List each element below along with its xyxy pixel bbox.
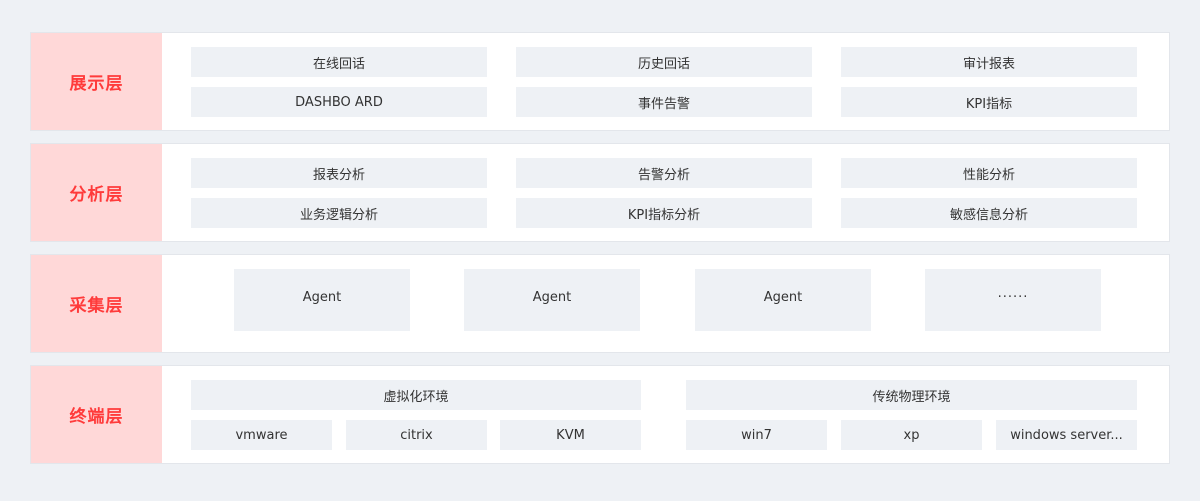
layer-presentation: 展示层 在线回话 历史回话 审计报表 DASHBO ARD 事件告警 KPI指标 (30, 32, 1170, 131)
item-performance-analysis: 性能分析 (841, 158, 1137, 188)
item-alert-analysis: 告警分析 (516, 158, 812, 188)
item-agent-2: Agent (464, 269, 640, 331)
item-history-session: 历史回话 (516, 47, 812, 77)
item-kpi-indicator: KPI指标 (841, 87, 1137, 117)
item-sensitive-info-analysis: 敏感信息分析 (841, 198, 1137, 228)
layer-collection: 采集层 Agent Agent Agent ······ (30, 254, 1170, 353)
item-online-session: 在线回话 (191, 47, 487, 77)
item-dashboard: DASHBO ARD (191, 87, 487, 117)
layer-analysis: 分析层 报表分析 告警分析 性能分析 业务逻辑分析 KPI指标分析 敏感信息分析 (30, 143, 1170, 242)
layer-label-collection: 采集层 (31, 255, 162, 352)
item-kpi-analysis: KPI指标分析 (516, 198, 812, 228)
layer-label-presentation: 展示层 (31, 33, 162, 130)
item-business-logic-analysis: 业务逻辑分析 (191, 198, 487, 228)
item-windows-server: windows server... (996, 420, 1137, 450)
item-agent-3: Agent (695, 269, 871, 331)
item-win7: win7 (686, 420, 827, 450)
item-ellipsis: ······ (925, 269, 1101, 331)
item-vmware: vmware (191, 420, 332, 450)
layer-terminal: 终端层 虚拟化环境 传统物理环境 vmware citrix KVM win7 … (30, 365, 1170, 464)
item-citrix: citrix (346, 420, 487, 450)
item-xp: xp (841, 420, 982, 450)
item-audit-report: 审计报表 (841, 47, 1137, 77)
group-title-virtualization: 虚拟化环境 (191, 380, 641, 410)
item-kvm: KVM (500, 420, 641, 450)
item-event-alert: 事件告警 (516, 87, 812, 117)
layer-label-terminal: 终端层 (31, 366, 162, 463)
item-report-analysis: 报表分析 (191, 158, 487, 188)
group-title-physical: 传统物理环境 (686, 380, 1137, 410)
layer-label-analysis: 分析层 (31, 144, 162, 241)
item-agent-1: Agent (234, 269, 410, 331)
